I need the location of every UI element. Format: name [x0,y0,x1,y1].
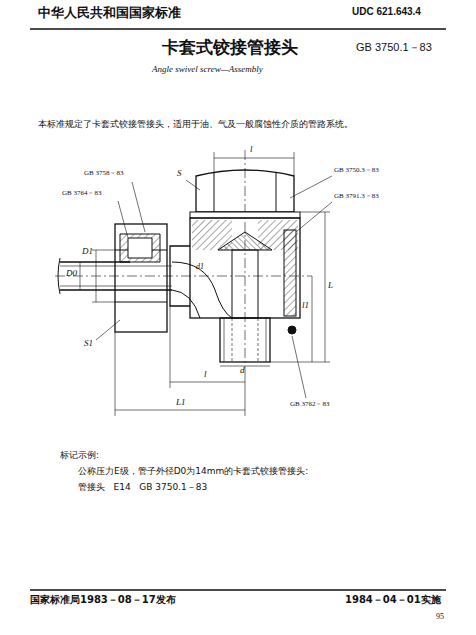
callout-number: GB 3758－83 [84,169,123,177]
dimension-label: l [250,144,253,154]
udc-code: UDC 621.643.4 [352,6,421,18]
dimension-label: D0 [66,268,77,278]
dimension-label: S1 [84,338,93,348]
dimension-label: l1 [302,300,309,310]
dimension-label: L [328,280,333,290]
header-text: 中华人民共和国国家标准 [38,6,181,21]
title: 卡套式铰接管接头 [162,38,298,58]
scope-text: 本标准规定了卡套式铰接管接头，适用于油、气及一般腐蚀性介质的管路系统。 [38,119,353,129]
page-number: 95 [436,612,444,621]
note-heading: 标记示例: [60,450,99,460]
dimension-label: S [177,168,182,178]
callout-number: GB 3750.3－83 [334,166,379,174]
standard-number: GB 3750.1－83 [356,41,432,54]
dimension-label: l [204,369,207,379]
dimension-label: d1 [196,262,204,271]
issue-date: 国家标准局1983－08－17发布 [30,594,176,606]
callout-number: GB 3764－83 [62,189,101,197]
dimension-label: d [240,365,245,375]
note-text: 管接头 E14 GB 3750.1－83 [78,482,207,492]
effective-date: 1984－04－01实施 [345,594,441,606]
english-title: Angle swivel screw—Assembly [152,64,263,74]
dimension-label: D1 [82,246,93,256]
note-text: 公称压力E级，管子外径D0为14mm的卡套式铰接管接头: [78,466,308,476]
dimension-label: L1 [176,397,186,407]
callout-number: GB 3762－83 [290,400,329,408]
callout-number: GB 3791.3－83 [334,192,379,200]
